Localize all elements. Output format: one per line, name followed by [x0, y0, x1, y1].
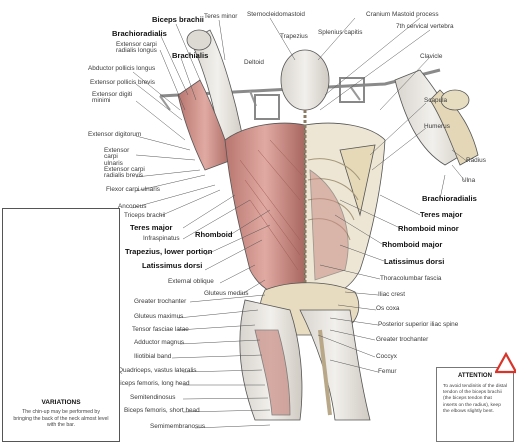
label-triceps-brachii: Triceps brachii: [124, 212, 166, 219]
label-rhomboid-minor: Rhomboid minor: [398, 224, 459, 233]
label-teres-major-right: Teres major: [420, 210, 463, 219]
label-trapezius: Trapezius: [280, 33, 308, 40]
label-semimembranosus: Semimembranosus: [150, 423, 206, 430]
label-mastoid-process: Mastoid process: [392, 11, 439, 18]
label-biceps-brachii: Biceps brachii: [152, 15, 204, 24]
label-greater-trochanter-right: Greater trochanter: [376, 336, 429, 343]
label-semitendinosus: Semitendinosus: [130, 394, 176, 401]
label-trapezius-lower: Trapezius, lower portion: [125, 247, 213, 256]
warning-icon: [495, 352, 516, 374]
label-external-oblique: External oblique: [168, 278, 214, 285]
label-greater-trochanter-left: Greater trochanter: [134, 298, 187, 305]
label-radius: Radius: [466, 157, 486, 164]
label-latissimus-left: Latissimus dorsi: [142, 261, 203, 270]
label-gluteus-medius: Gluteus medius: [204, 290, 249, 297]
label-clavicle: Clavicle: [420, 53, 443, 60]
label-brachioradialis-left: Brachioradialis: [112, 29, 167, 38]
label-cranium: Cranium: [366, 11, 391, 18]
label-rhomboid-major: Rhomboid major: [382, 240, 443, 249]
attention-title: ATTENTION: [458, 373, 492, 379]
label-splenius-capitis: Splenius capitis: [318, 29, 363, 36]
label-iliotibial-band: Iliotibial band: [134, 353, 172, 360]
label-brachioradialis-right: Brachioradialis: [422, 194, 477, 203]
label-biceps-femoris-long: Biceps femoris, long head: [116, 380, 190, 387]
label-ulna: Ulna: [462, 177, 476, 184]
label-ext-digitorum: Extensor digitorum: [88, 131, 142, 138]
label-coccyx: Coccyx: [376, 353, 397, 360]
label-adductor-magnus: Adductor magnus: [134, 339, 185, 346]
label-ext-poll-brevis: Extensor pollicis brevis: [90, 79, 155, 86]
label-abd-poll-longus: Abductor pollicis longus: [88, 65, 156, 72]
label-biceps-femoris-short: Biceps femoris, short head: [124, 407, 200, 414]
label-teres-major-left: Teres major: [130, 223, 173, 232]
label-infraspinatus: Infraspinatus: [143, 235, 180, 242]
variations-panel: VARIATIONS The chin-up may be performed …: [2, 208, 120, 442]
label-ext-carpi-ulnaris: Extensor carpi ulnaris: [104, 147, 130, 167]
label-iliac-crest: Iliac crest: [378, 291, 405, 298]
label-ecr-brevis: Extensor carpi radialis brevis: [104, 166, 145, 180]
label-deltoid: Deltoid: [244, 59, 264, 66]
figure-back-view: [177, 29, 479, 421]
label-latissimus-right: Latissimus dorsi: [384, 257, 445, 266]
label-os-coxa: Os coxa: [376, 305, 400, 312]
label-humerus: Humerus: [424, 123, 450, 130]
label-ecr-longus: Extensor carpi radialis longus: [116, 41, 157, 55]
label-gluteus-maximus: Gluteus maximus: [134, 313, 184, 320]
label-ext-digiti-minimi: Extensor digiti minimi: [92, 91, 133, 105]
attention-panel: ATTENTION To avoid tendinitis of the dis…: [436, 367, 514, 442]
label-tensor-fasciae-latae: Tensor fasciae latae: [132, 326, 189, 333]
leader-lines: [131, 17, 469, 429]
label-teres-minor: Teres minor: [204, 13, 238, 20]
label-quadriceps: Quadriceps, vastus lateralis: [118, 367, 197, 374]
label-rhomboid: Rhomboid: [195, 230, 233, 239]
label-femur: Femur: [378, 368, 397, 375]
attention-text: To avoid tendinitis of the distal tendon…: [443, 384, 507, 414]
label-anconeus: Anconeus: [118, 203, 147, 210]
label-flexor-carpi-ulnaris: Flexor carpi ulnaris: [106, 186, 160, 193]
label-psis: Posterior superior iliac spine: [378, 321, 459, 328]
variations-title: VARIATIONS: [41, 399, 81, 406]
variations-text: The chin-up may be performed by bringing…: [13, 409, 109, 428]
label-scapula: Scapula: [424, 97, 448, 104]
label-thoracolumbar-fascia: Thoracolumbar fascia: [380, 275, 442, 282]
label-sternocleidomastoid: Sternocleidomastoid: [247, 11, 305, 18]
label-brachialis: Brachialis: [172, 51, 209, 60]
label-seventh-cervical: 7th cervical vertebra: [396, 23, 454, 30]
